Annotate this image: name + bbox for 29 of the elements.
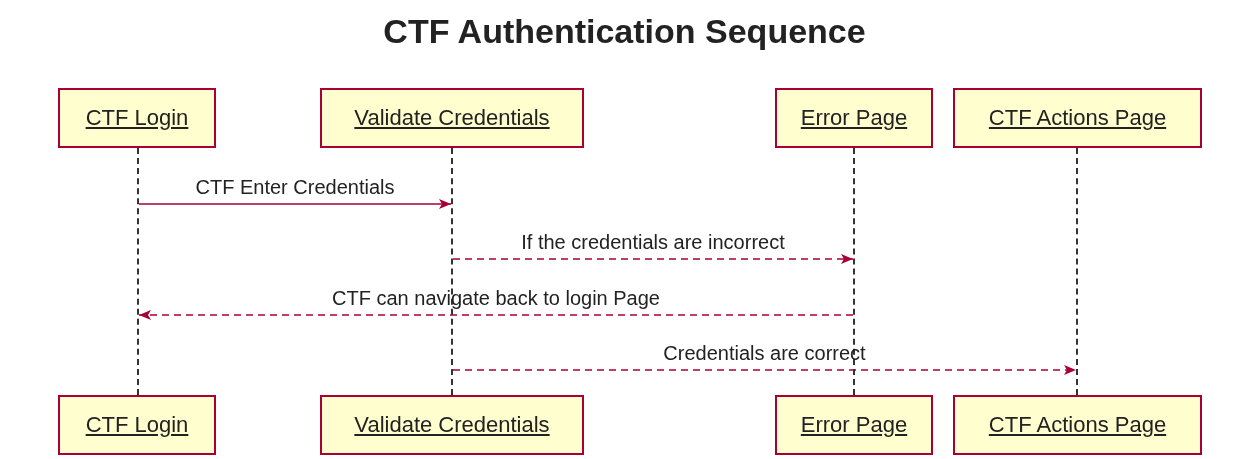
participant-box (320, 88, 584, 148)
participant-name: CTF Actions Page (988, 412, 1167, 438)
participant-box (58, 395, 216, 455)
edge-label: If the credentials are incorrect (521, 231, 785, 254)
lifeline (853, 148, 855, 395)
participant-name: Validate Credentials (354, 105, 550, 131)
edge-label: CTF Enter Credentials (195, 176, 395, 199)
participant-box (320, 395, 584, 455)
participant-name: Error Page (800, 412, 908, 438)
message-arrow (452, 254, 854, 264)
participant-box (775, 395, 933, 455)
edge-label: CTF can navigate back to login Page (332, 287, 660, 310)
participant-name: CTF Login (85, 105, 189, 131)
lifeline (451, 148, 453, 395)
message-arrow (138, 199, 452, 209)
lifeline (1076, 148, 1078, 395)
participant-name: Error Page (800, 105, 908, 131)
lifeline (137, 148, 139, 395)
edge-label: Credentials are correct (663, 342, 866, 365)
participant-box (953, 88, 1202, 148)
participant-name: Validate Credentials (354, 412, 550, 438)
title: CTF Authentication Sequence (383, 12, 866, 51)
message-arrow (452, 365, 1077, 375)
participant-name: CTF Login (85, 412, 189, 438)
participant-box (775, 88, 933, 148)
participant-box (953, 395, 1202, 455)
participant-name: CTF Actions Page (988, 105, 1167, 131)
participant-box (58, 88, 216, 148)
message-arrow (138, 310, 854, 320)
